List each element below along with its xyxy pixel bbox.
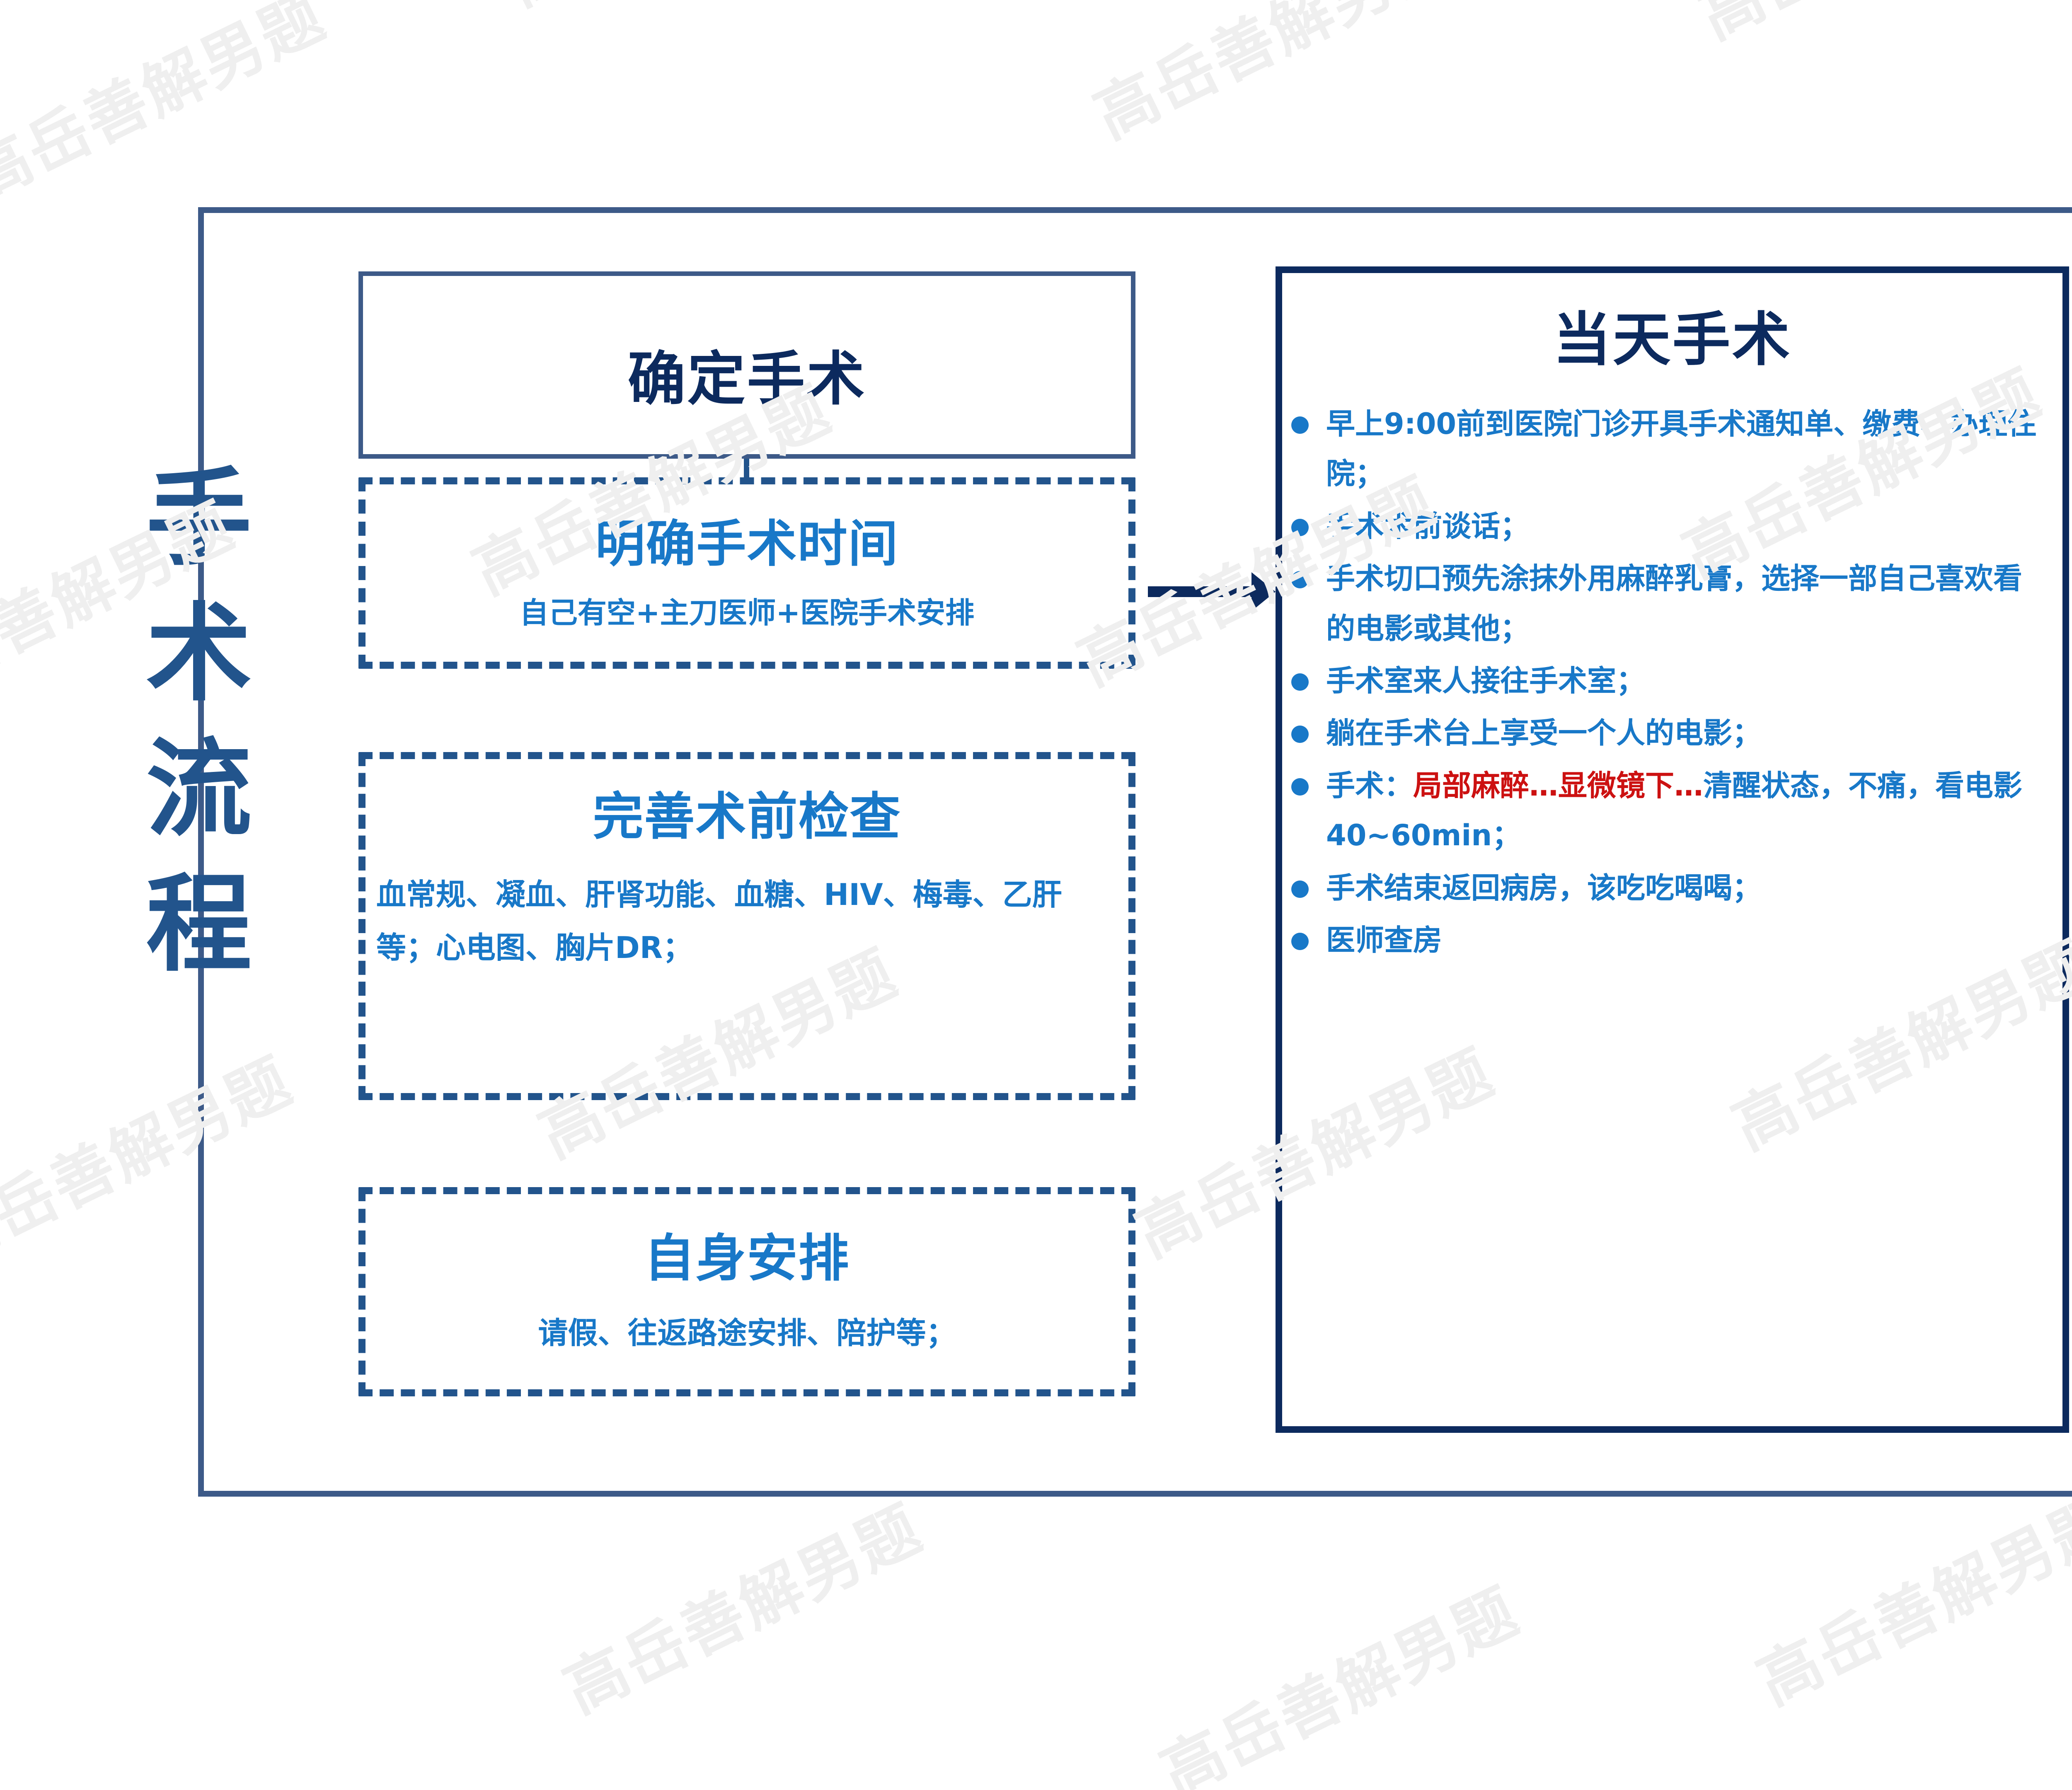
- stage1-card-preop-exam-title: 完善术前检查: [593, 787, 901, 846]
- page-title-char: 手: [146, 457, 252, 581]
- stage2-bullet-item: 躺在手术台上享受一个人的电影；: [1285, 708, 2048, 758]
- page-title-char: 术: [146, 593, 252, 716]
- stage2-bullet-item: 手术切口预先涂抹外用麻醉乳膏，选择一部自己喜欢看的电影或其他；: [1285, 554, 2048, 653]
- stage2-bullet-text: 医师查房: [1326, 923, 1442, 957]
- stage2-bullet-item-surgery: 手术：局部麻醉…显微镜下…清醒状态，不痛，看电影40~60min；: [1285, 761, 2048, 861]
- stage2-bullet-surgery-highlight: 局部麻醉…显微镜下…: [1413, 768, 1703, 803]
- page-title-vertical: 手 术 流 程: [124, 452, 274, 993]
- stage2-bullet-text: 手术切口预先涂抹外用麻醉乳膏，选择一部自己喜欢看的电影或其他；: [1326, 561, 2022, 646]
- stage2-bullet-text: 躺在手术台上享受一个人的电影；: [1326, 716, 1761, 750]
- stage2-bullet-text: 早上9:00前到医院门诊开具手术通知单、缴费、办理住院；: [1326, 407, 2037, 491]
- stage2-bullet-surgery-suffix: 清醒状态，不痛，看电影40~60min；: [1326, 768, 2022, 853]
- stage2-bullet-item: 医师查房: [1285, 915, 2048, 965]
- left-heading-connector-line: [198, 212, 203, 444]
- stage2-bullet-item: 早上9:00前到医院门诊开具手术通知单、缴费、办理住院；: [1285, 399, 2048, 499]
- stage2-bullet-item: 手术室来人接往手术室；: [1285, 656, 2048, 706]
- stage2-bullet-item: 手术术前谈话；: [1285, 501, 2048, 551]
- stage1-card-personal-arrangements-title: 自身安排: [644, 1229, 850, 1288]
- arrow-stage1-to-stage2: [1148, 586, 1252, 597]
- stage1-card-personal-arrangements[interactable]: 自身安排 请假、往返路途安排、陪护等；: [358, 1187, 1135, 1396]
- diagram-outer-frame: [198, 207, 2072, 1497]
- stage1-card-schedule-detail: 自己有空+主刀医师+医院手术安排: [519, 596, 975, 630]
- stage1-header-box[interactable]: 确定手术: [358, 271, 1135, 459]
- stage2-bullet-text: 手术结束返回病房，该吃吃喝喝；: [1326, 871, 1761, 905]
- page-title-char: 流: [146, 728, 252, 851]
- stage2-bullet-surgery-prefix: 手术：: [1326, 768, 1413, 803]
- watermark-text: 高岳善解男题: [1747, 1484, 2072, 1717]
- stage2-box[interactable]: 当天手术 早上9:00前到医院门诊开具手术通知单、缴费、办理住院； 手术术前谈话…: [1276, 266, 2069, 1433]
- watermark-text: 高岳善解男题: [1682, 0, 2070, 56]
- stage2-title: 当天手术: [1553, 306, 1792, 374]
- stage2-bullet-item: 手术结束返回病房，该吃吃喝喝；: [1285, 863, 2048, 913]
- stage1-card-preop-exam[interactable]: 完善术前检查 血常规、凝血、肝肾功能、血糖、HIV、梅毒、乙肝等；心电图、胸片D…: [358, 752, 1135, 1100]
- stage2-bullet-text: 手术术前谈话；: [1326, 509, 1529, 543]
- stage1-card-personal-arrangements-detail: 请假、往返路途安排、陪护等；: [538, 1316, 956, 1350]
- stage1-header-connector: [744, 458, 749, 479]
- stage2-bullet-list: 早上9:00前到医院门诊开具手术通知单、缴费、办理住院； 手术术前谈话； 手术切…: [1282, 399, 2062, 965]
- watermark-text: 高岳善解男题: [0, 0, 336, 213]
- stage1-header-label: 确定手术: [627, 346, 867, 413]
- stage2-bullet-text: 手术室来人接往手术室；: [1326, 663, 1645, 698]
- watermark-text: 高岳善解男题: [1150, 1575, 1530, 1790]
- watermark-text: 高岳善解男题: [1084, 0, 1464, 151]
- stage1-card-schedule[interactable]: 明确手术时间 自己有空+主刀医师+医院手术安排: [358, 477, 1135, 669]
- watermark-text: 高岳善解男题: [489, 0, 877, 23]
- stage1-card-schedule-title: 明确手术时间: [595, 515, 899, 573]
- watermark-text: 高岳善解男题: [554, 1492, 933, 1726]
- page-title-char: 程: [146, 863, 252, 987]
- stage1-card-preop-exam-detail: 血常规、凝血、肝肾功能、血糖、HIV、梅毒、乙肝等；心电图、胸片DR；: [376, 877, 1062, 965]
